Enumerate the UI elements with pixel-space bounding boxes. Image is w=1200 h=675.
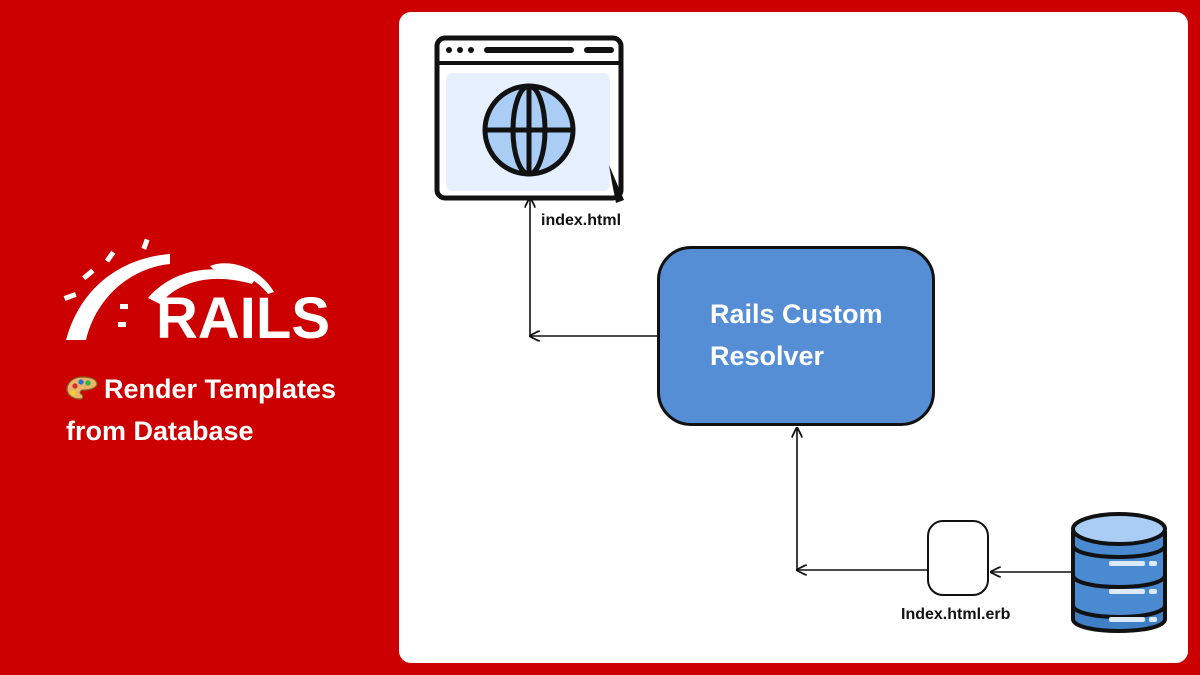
resolver-label-line1: Rails Custom bbox=[710, 299, 883, 329]
template-file-label: Index.html.erb bbox=[901, 606, 1011, 623]
template-file-node bbox=[927, 520, 989, 596]
resolver-label: Rails Custom Resolver bbox=[710, 293, 920, 377]
browser-globe-icon bbox=[434, 35, 624, 203]
tagline-line1: Render Templates bbox=[104, 374, 337, 404]
diagram-card: index.html Rails Custom Resolver Index.h… bbox=[399, 12, 1188, 663]
page-title: Render Templates from Database bbox=[66, 368, 386, 452]
output-file-label: index.html bbox=[541, 212, 622, 229]
resolver-label-line2: Resolver bbox=[710, 341, 825, 371]
rails-wordmark: RAILS bbox=[156, 286, 330, 348]
database-icon bbox=[1071, 512, 1167, 633]
branding-panel: RAILS Render Templates from Database bbox=[0, 0, 398, 675]
artist-palette-icon bbox=[66, 376, 98, 400]
resolver-node: Rails Custom Resolver bbox=[657, 246, 935, 426]
flow-connectors bbox=[399, 12, 1071, 663]
tagline-line2: from Database bbox=[66, 416, 254, 446]
rails-logo: RAILS bbox=[63, 238, 330, 348]
